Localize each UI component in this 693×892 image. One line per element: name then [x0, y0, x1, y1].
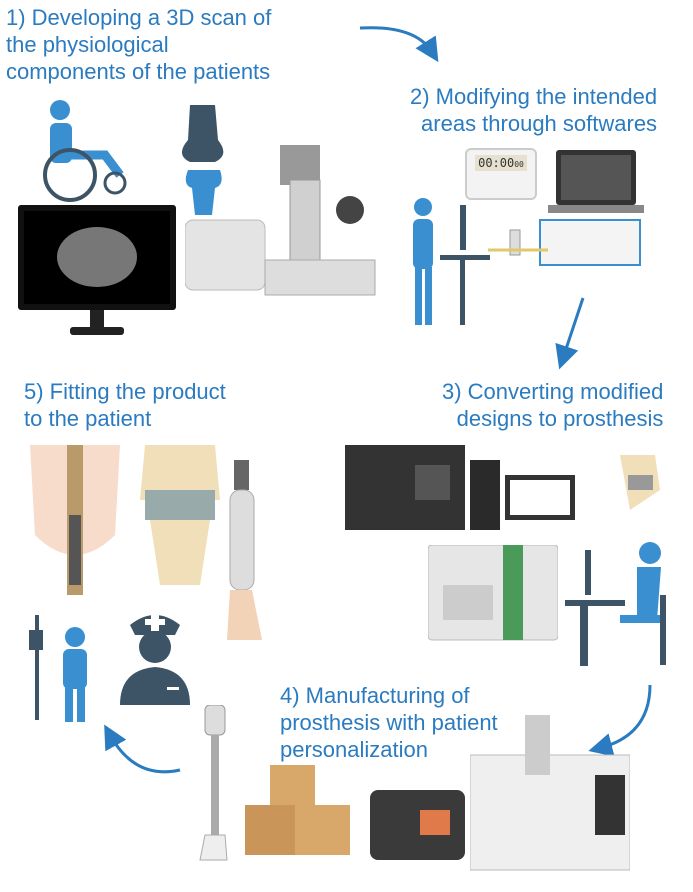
- standing-user-computer-icon: [413, 198, 490, 325]
- manufacturing-machine-icon: [370, 790, 465, 860]
- nurse-icon: [120, 613, 190, 705]
- laptop-lab-equipment-icon: [488, 150, 644, 266]
- timer-device: 00:0000: [465, 148, 537, 200]
- step-5-label: 5) Fitting the product to the patient: [24, 379, 226, 431]
- seated-user-computer-icon: [565, 542, 666, 666]
- step-3-label: 3) Converting modified designs to prosth…: [442, 379, 664, 431]
- step-1-label: 1) Developing a 3D scan of the physiolog…: [6, 5, 272, 84]
- arrow-3-to-4: [588, 684, 652, 757]
- microscope-scanner-icon: [185, 145, 376, 296]
- step-2-label: 2) Modifying the intended areas through …: [410, 84, 658, 136]
- arrow-4-to-5: [104, 724, 181, 774]
- chromatography-system-icon: [470, 715, 630, 871]
- timer-display: 00:0000: [475, 155, 527, 171]
- analyzer-machine-icon: [428, 545, 558, 641]
- arrow-1-to-2: [359, 26, 439, 63]
- knee-implant-icon: [140, 445, 220, 585]
- 3d-printer-computer-icon: [345, 445, 575, 530]
- arrow-2-to-3: [555, 297, 585, 370]
- knee-implant-small-icon: [620, 455, 660, 510]
- step-4-label: 4) Manufacturing of prosthesis with pati…: [280, 683, 498, 762]
- patient-iv-stand-icon: [29, 615, 87, 722]
- knee-joint-icon: [181, 105, 224, 215]
- below-knee-prosthesis-icon: [227, 460, 262, 640]
- cardboard-boxes-icon: [245, 765, 350, 855]
- leg-prosthesis-icon: [199, 705, 228, 861]
- brain-scan-monitor-icon: [18, 205, 176, 335]
- limb-socket-icon: [30, 445, 120, 595]
- wheelchair-patient-icon: [43, 100, 127, 202]
